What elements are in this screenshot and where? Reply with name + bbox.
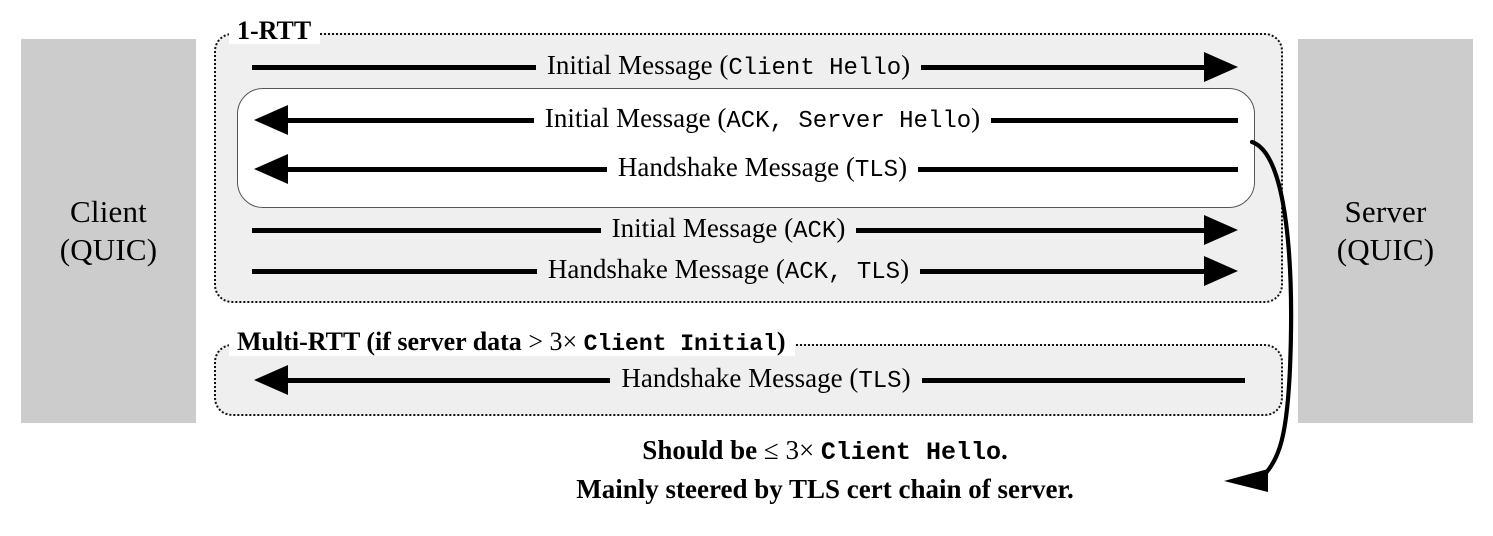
message-label: Handshake Message (TLS)	[610, 362, 921, 395]
message-label-text: Initial Message (	[611, 212, 794, 243]
region-1rtt-label: 1-RTT	[229, 16, 321, 45]
message-label-text-end: )	[901, 49, 911, 80]
server-protocol: (QUIC)	[1336, 232, 1435, 267]
message-label: Initial Message (Client Hello)	[536, 49, 921, 82]
message-label-text-end: )	[901, 362, 911, 393]
message-arrow-initial-client-hello: Initial Message (Client Hello)	[252, 50, 1238, 84]
message-label-text: Initial Message (	[544, 102, 727, 133]
annotation-line1-prefix: Should be	[642, 435, 764, 465]
message-label: Handshake Message (TLS)	[607, 151, 918, 184]
message-arrow-multirtt-handshake-tls: Handshake Message (TLS)	[254, 363, 1245, 397]
client-protocol: (QUIC)	[59, 232, 158, 267]
arrow-shaft	[252, 268, 537, 274]
arrow-shaft	[921, 377, 1245, 383]
message-label-mono: TLS	[858, 367, 902, 395]
message-label-text-end: )	[971, 102, 981, 133]
message-arrow-initial-ack: Initial Message (ACK)	[252, 212, 1239, 247]
arrow-shaft	[856, 227, 1206, 233]
arrowhead-left-icon	[254, 365, 288, 395]
annotation-line-1: Should be ≤ 3× Client Hello.	[430, 432, 1220, 471]
arrowhead-left-icon	[254, 105, 288, 135]
message-label: Handshake Message (ACK, TLS)	[537, 253, 920, 286]
message-label-mono: ACK, TLS	[784, 258, 901, 286]
arrow-shaft	[921, 64, 1205, 70]
message-label-mono: ACK, Server Hello	[726, 107, 972, 135]
region-1rtt-label-text: 1-RTT	[237, 16, 312, 45]
arrowhead-right-icon	[1204, 52, 1238, 82]
client-name: Client	[70, 194, 147, 230]
arrow-shaft	[287, 117, 534, 123]
endpoint-client: Client (QUIC)	[21, 39, 196, 423]
message-label-text-end: )	[900, 253, 910, 284]
arrow-shaft	[918, 166, 1238, 172]
message-label-text: Handshake Message (	[621, 362, 859, 393]
message-label-text: Handshake Message (	[547, 253, 785, 284]
message-label-text: Initial Message (	[546, 49, 729, 80]
region-multirtt-label-mono: Client Initial	[583, 331, 777, 357]
message-label-mono: Client Hello	[728, 54, 902, 82]
arrow-shaft	[287, 377, 611, 383]
annotation-line-2: Mainly steered by TLS cert chain of serv…	[576, 473, 1074, 504]
message-label-mono: TLS	[854, 156, 899, 184]
arrow-shaft	[287, 166, 607, 172]
annotation-line1-suffix: .	[1000, 435, 1008, 465]
message-label: Initial Message (ACK)	[601, 212, 857, 245]
arrow-shaft	[252, 227, 601, 233]
message-arrow-initial-ack-server-hello: Initial Message (ACK, Server Hello)	[254, 102, 1239, 137]
arrowhead-right-icon	[1204, 256, 1238, 286]
region-multirtt-label-prefix: Multi-RTT (if server data	[237, 327, 529, 356]
message-label-text-end: )	[836, 212, 846, 243]
annotation-line1-mono: Client Hello	[820, 438, 1001, 467]
region-multirtt-label: Multi-RTT (if server data > 3× Client In…	[229, 329, 795, 356]
message-arrow-handshake-ack-tls: Handshake Message (ACK, TLS)	[252, 254, 1238, 288]
message-arrow-handshake-tls: Handshake Message (TLS)	[254, 152, 1238, 186]
annotation-line1-relation: ≤ 3×	[763, 435, 821, 465]
arrowhead-left-icon	[254, 154, 288, 184]
message-label: Initial Message (ACK, Server Hello)	[534, 102, 991, 135]
server-flight-grouping-box	[237, 88, 1255, 208]
arrow-shaft	[991, 117, 1239, 123]
callout-annotation: Should be ≤ 3× Client Hello. Mainly stee…	[430, 432, 1220, 508]
arrow-shaft	[252, 64, 536, 70]
message-label-text-end: )	[898, 151, 908, 182]
arrow-shaft	[920, 268, 1205, 274]
endpoint-server: Server (QUIC)	[1298, 39, 1473, 423]
arrowhead-right-icon	[1204, 215, 1239, 245]
server-name: Server	[1344, 194, 1427, 230]
region-multirtt-label-suffix: )	[776, 327, 786, 356]
region-multirtt-label-relation: > 3×	[528, 327, 584, 356]
message-label-mono: ACK	[793, 217, 837, 245]
message-label-text: Handshake Message (	[617, 151, 855, 182]
